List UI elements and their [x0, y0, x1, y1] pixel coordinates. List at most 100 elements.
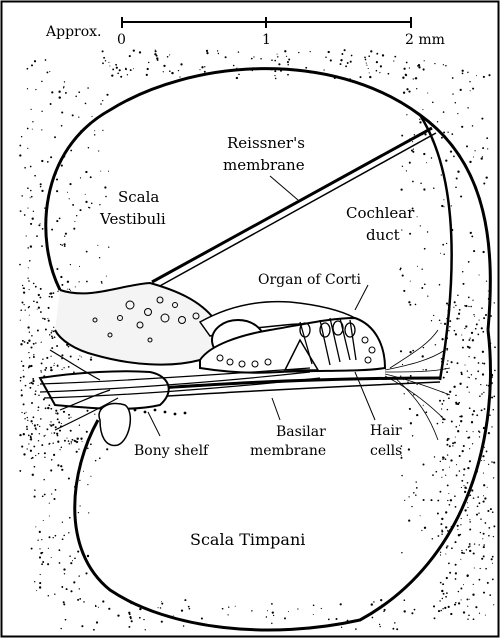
stipple-dot	[455, 403, 457, 405]
stipple-dot	[412, 141, 413, 142]
stipple-dot	[39, 548, 40, 549]
stipple-dot	[445, 458, 447, 460]
stipple-dot	[78, 116, 79, 117]
stipple-dot	[74, 440, 76, 442]
stipple-dot	[461, 373, 463, 375]
stipple-dot	[493, 396, 495, 398]
scale-label-0: 0	[117, 32, 126, 48]
stipple-dot	[64, 236, 65, 237]
stipple-dot	[479, 274, 480, 275]
stipple-dot	[70, 441, 72, 443]
stipple-dot	[447, 545, 448, 546]
stipple-dot	[61, 354, 63, 356]
stipple-dot	[493, 462, 495, 464]
stipple-dot	[81, 625, 83, 627]
stipple-dot	[27, 128, 29, 130]
stipple-dot	[447, 500, 448, 501]
stipple-dot	[69, 555, 71, 557]
stipple-dot	[484, 497, 486, 499]
stipple-dot	[70, 562, 72, 564]
stipple-dot	[473, 552, 475, 554]
stipple-dot	[413, 492, 415, 494]
stipple-dot	[62, 369, 63, 370]
stipple-dot	[470, 495, 471, 496]
stipple-dot	[453, 386, 455, 388]
stipple-dot	[470, 337, 471, 338]
stipple-dot	[79, 281, 80, 282]
stipple-dot	[481, 409, 483, 411]
stipple-dot	[455, 395, 457, 397]
stipple-dot	[139, 617, 141, 619]
stipple-dot	[77, 438, 79, 440]
stipple-dot	[461, 126, 463, 128]
stipple-dot	[446, 348, 448, 350]
stipple-dot	[76, 215, 77, 216]
stipple-dot	[455, 602, 456, 603]
stipple-dot	[455, 333, 457, 335]
stipple-dot	[461, 518, 462, 519]
stipple-dot	[411, 506, 412, 507]
stipple-dot	[459, 425, 460, 426]
stipple-dot	[284, 617, 286, 619]
stipple-dot	[55, 489, 57, 491]
stipple-dot	[204, 66, 205, 67]
stipple-dot	[20, 377, 22, 379]
stipple-dot	[415, 494, 417, 496]
stipple-dot	[411, 612, 413, 614]
stipple-dot	[440, 523, 442, 525]
stipple-dot	[482, 156, 483, 157]
stipple-dot	[484, 460, 485, 461]
stipple-dot	[448, 330, 449, 331]
stipple-dot	[392, 628, 394, 630]
stipple-dot	[463, 485, 464, 486]
stipple-dot	[31, 335, 33, 337]
stipple-dot	[462, 73, 464, 75]
stipple-dot	[476, 323, 478, 325]
stipple-dot	[50, 367, 52, 369]
stipple-dot	[288, 611, 289, 612]
stipple-dot	[479, 395, 481, 397]
stipple-dot	[462, 271, 463, 272]
stipple-dot	[68, 440, 70, 442]
stipple-dot	[443, 253, 445, 255]
stipple-dot	[85, 201, 87, 203]
stipple-dot	[384, 609, 386, 611]
stipple-dot	[423, 347, 424, 348]
stipple-dot	[53, 537, 54, 538]
stipple-dot	[38, 395, 39, 396]
stipple-dot	[373, 601, 374, 602]
stipple-dot	[70, 264, 71, 265]
stipple-dot	[63, 367, 64, 368]
stipple-dot	[483, 533, 485, 535]
stipple-dot	[463, 584, 464, 585]
stipple-dot	[351, 55, 353, 57]
stipple-dot	[454, 330, 456, 332]
stipple-dot	[28, 306, 30, 308]
stipple-dot	[108, 247, 109, 248]
stipple-dot	[400, 376, 401, 377]
stipple-dot	[24, 214, 26, 216]
stipple-dot	[41, 160, 43, 162]
stipple-dot	[447, 454, 448, 455]
stipple-dot	[442, 456, 444, 458]
stipple-dot	[467, 502, 468, 503]
stipple-dot	[64, 81, 65, 82]
stipple-dot	[460, 524, 461, 525]
stipple-dot	[478, 430, 480, 432]
stipple-dot	[40, 183, 42, 185]
stipple-dot	[23, 403, 25, 405]
stipple-dot	[32, 380, 34, 382]
stipple-dot	[27, 148, 28, 149]
stipple-dot	[29, 315, 30, 316]
stipple-dot	[70, 356, 72, 358]
stipple-dot	[480, 532, 481, 533]
stipple-dot	[83, 601, 85, 603]
stipple-dot	[65, 92, 67, 94]
stipple-dot	[482, 351, 484, 353]
stipple-dot	[432, 102, 434, 104]
stipple-dot	[33, 416, 35, 418]
stipple-dot	[58, 91, 60, 93]
stipple-dot	[305, 67, 307, 69]
stipple-dot	[368, 55, 370, 57]
stipple-dot	[160, 607, 161, 608]
